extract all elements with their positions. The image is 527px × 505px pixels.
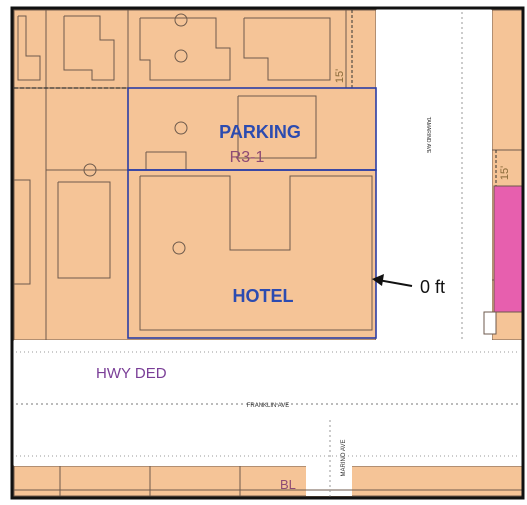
building-footprint	[57, 181, 111, 279]
building-footprint	[14, 179, 31, 285]
building-footprint	[483, 311, 497, 335]
building-footprint	[63, 15, 115, 81]
subject-site	[127, 87, 377, 339]
marino-label: MARINO AVE	[341, 440, 347, 477]
building-footprint	[243, 17, 331, 81]
parking-label: PARKING	[219, 122, 301, 142]
setback-label: 0 ft	[420, 277, 445, 297]
building-footprint	[17, 15, 41, 81]
lot-circle	[83, 163, 97, 177]
lot-markers	[83, 13, 188, 255]
lot-circle	[174, 49, 188, 63]
building-footprint	[139, 17, 231, 81]
arrow-head-icon	[372, 274, 384, 286]
lot-circle	[174, 13, 188, 27]
building-footprint	[139, 175, 373, 331]
tamarind-label: TAMARIND AVE	[425, 117, 431, 154]
building-footprint	[237, 95, 317, 159]
pink-parcel	[493, 185, 523, 313]
bl-label: BL	[280, 477, 296, 492]
lot-circle	[172, 241, 186, 255]
zone-label: R3-1	[230, 149, 265, 166]
street-franklin	[14, 340, 522, 466]
setback-callout: 0 ft	[372, 274, 445, 297]
street-marino	[306, 466, 352, 496]
dim-top-label: 15'	[334, 69, 346, 83]
parcel-block-south	[13, 465, 523, 497]
franklin-label: FRANKLIN AVE	[247, 403, 290, 409]
lot-circle	[174, 121, 188, 135]
street-tamarind	[376, 10, 492, 340]
hotel-lot-outline	[127, 169, 377, 339]
hwy-ded-label: HWY DED	[96, 365, 167, 382]
parcel-block-north	[13, 9, 377, 341]
arrow-shaft	[377, 279, 413, 287]
dim-right-label: 15'	[499, 166, 511, 180]
hotel-label: HOTEL	[233, 286, 294, 306]
map-frame	[10, 6, 525, 500]
